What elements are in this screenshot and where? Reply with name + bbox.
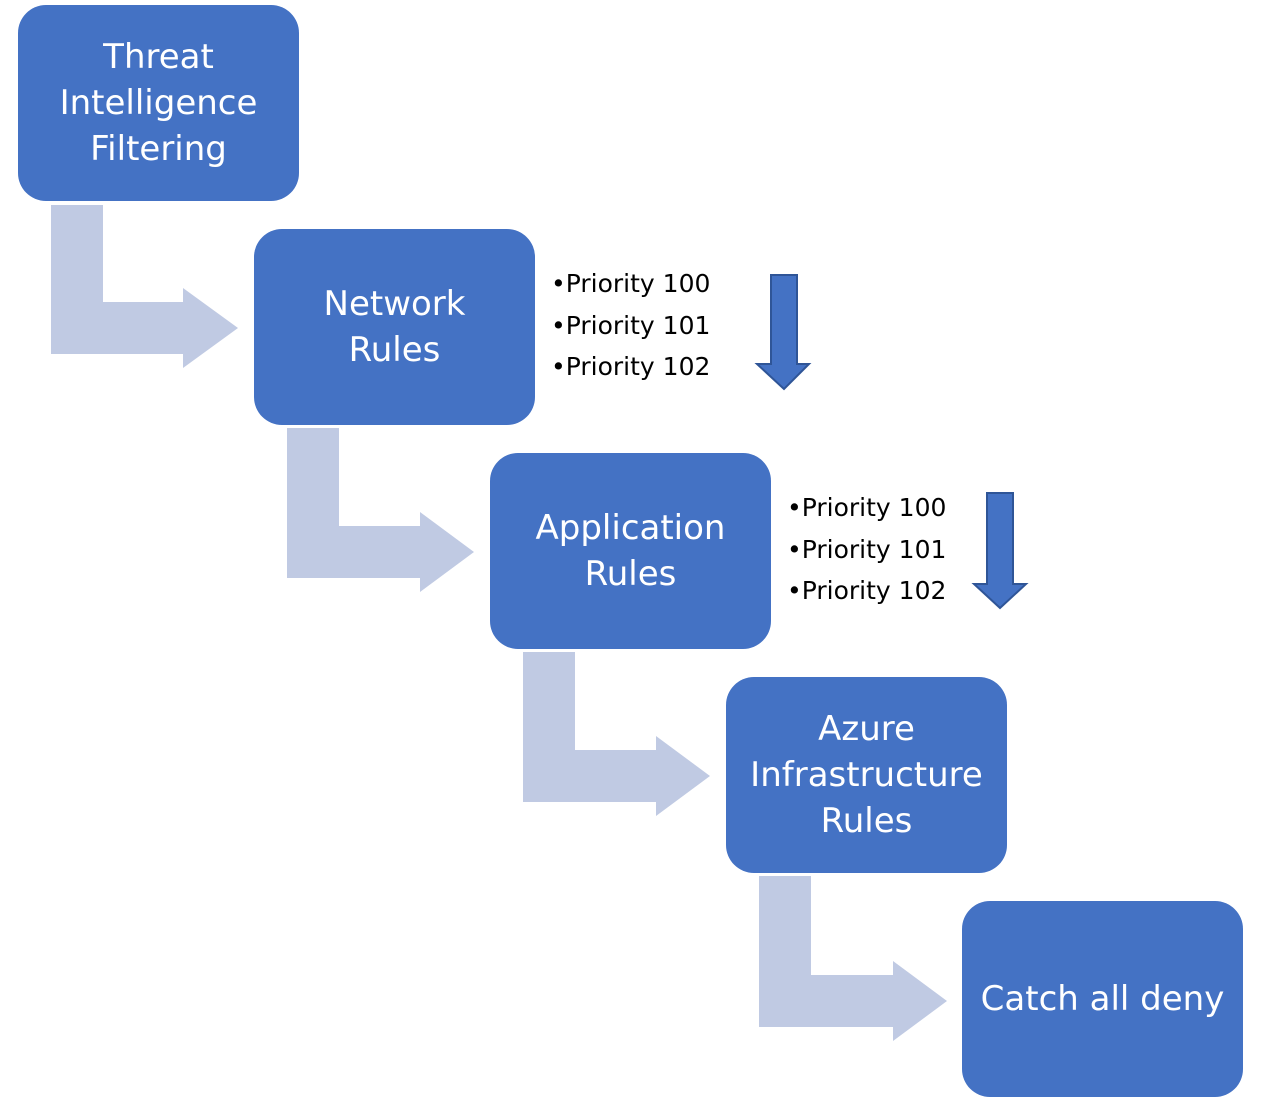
priority-item: Priority 101 — [787, 529, 947, 571]
step-label: Catch all deny — [980, 979, 1225, 1019]
bent-arrow-2 — [287, 428, 474, 592]
step-application-rules: Application Rules — [490, 453, 771, 649]
priority-item: Priority 100 — [551, 263, 711, 305]
bent-arrow-1 — [51, 205, 238, 368]
step-label: Application Rules — [535, 508, 726, 594]
bent-arrow-3 — [523, 652, 710, 816]
network-priority-list: Priority 100 Priority 101 Priority 102 — [551, 263, 711, 388]
priority-order-down-arrow-2 — [971, 492, 1029, 610]
bent-arrow-4 — [759, 876, 947, 1041]
step-label: Network Rules — [323, 284, 466, 370]
priority-item: Priority 100 — [787, 487, 947, 529]
step-label: Threat Intelligence Filtering — [59, 37, 258, 169]
application-priority-list: Priority 100 Priority 101 Priority 102 — [787, 487, 947, 612]
priority-order-down-arrow-1 — [754, 274, 812, 391]
priority-item: Priority 102 — [551, 346, 711, 388]
step-catch-all-deny: Catch all deny — [962, 901, 1243, 1097]
step-label: Azure Infrastructure Rules — [750, 709, 983, 841]
step-threat-intelligence-filtering: Threat Intelligence Filtering — [18, 5, 299, 201]
priority-item: Priority 102 — [787, 570, 947, 612]
step-network-rules: Network Rules — [254, 229, 535, 425]
step-azure-infrastructure-rules: Azure Infrastructure Rules — [726, 677, 1007, 873]
priority-item: Priority 101 — [551, 305, 711, 347]
